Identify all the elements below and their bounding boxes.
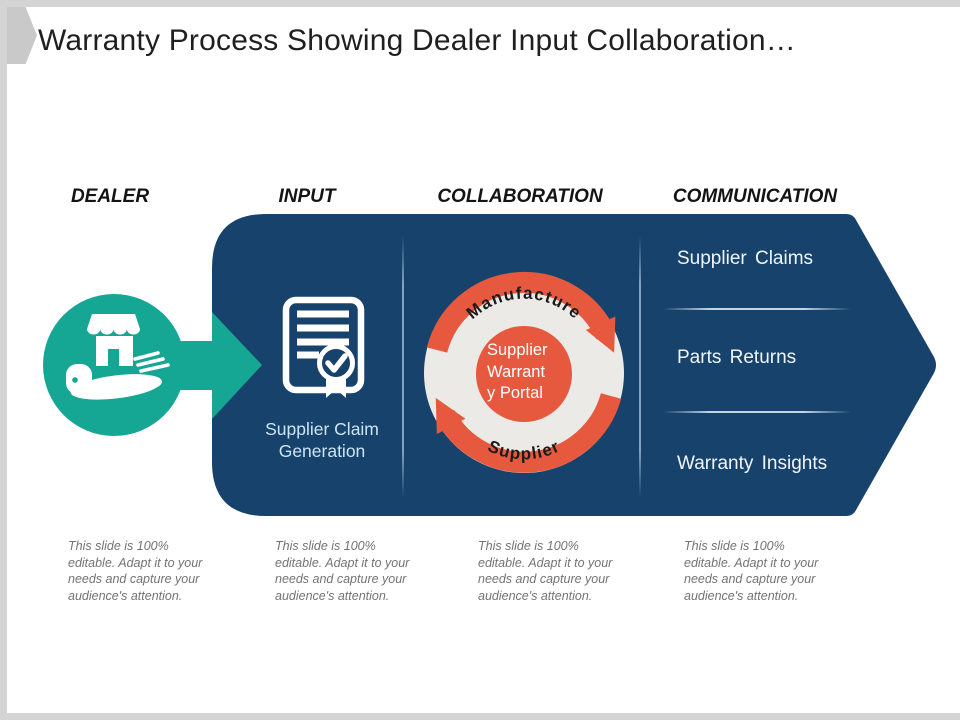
column-header-communication: COMMUNICATION	[672, 186, 838, 207]
slide-frame-top	[0, 0, 960, 7]
column-header-dealer: DEALER	[70, 186, 150, 207]
column-header-collaboration: COLLABORATION	[437, 186, 603, 207]
portal-line3: y Portal	[487, 384, 543, 402]
divider-communication-2	[663, 411, 851, 413]
divider-input-collaboration	[402, 236, 404, 498]
collaboration-cycle: Manufacture Supplier	[424, 272, 624, 473]
divider-communication-1	[663, 308, 851, 310]
hand-holding-store-icon	[66, 314, 170, 400]
supplier-claim-line2: Generation	[278, 441, 366, 461]
slide-frame-bottom	[0, 713, 960, 720]
dealer-arrow	[168, 312, 262, 419]
communication-item-warranty-insights: Warranty Insights	[677, 453, 828, 474]
dealer-badge	[43, 294, 262, 436]
editable-note: This slide is 100% editable. Adapt it to…	[684, 539, 819, 603]
communication-item-parts-returns: Parts Returns	[677, 347, 797, 368]
portal-line1: Supplier	[487, 341, 548, 359]
communication-item-supplier-claims: Supplier Claims	[677, 248, 814, 269]
editable-note: This slide is 100% editable. Adapt it to…	[275, 539, 410, 603]
portal-line2: Warrant	[487, 362, 546, 381]
supplier-claim-label: Supplier Claim Generation	[232, 418, 412, 462]
editable-note: This slide is 100% editable. Adapt it to…	[68, 539, 203, 603]
divider-collaboration-communication	[639, 236, 641, 498]
portal-label: Supplier Warrant y Portal	[487, 340, 548, 405]
slide-frame-left	[0, 0, 7, 720]
slide-title: Warranty Process Showing Dealer Input Co…	[38, 24, 796, 57]
certificate-check-icon	[282, 296, 365, 398]
cycle-arrow-top	[426, 272, 616, 353]
editable-note: This slide is 100% editable. Adapt it to…	[478, 539, 613, 603]
cycle-arrow-bottom	[435, 392, 622, 473]
column-header-input: INPUT	[278, 186, 336, 207]
supplier-claim-line1: Supplier Claim	[265, 419, 379, 439]
portal-circle	[476, 326, 572, 422]
